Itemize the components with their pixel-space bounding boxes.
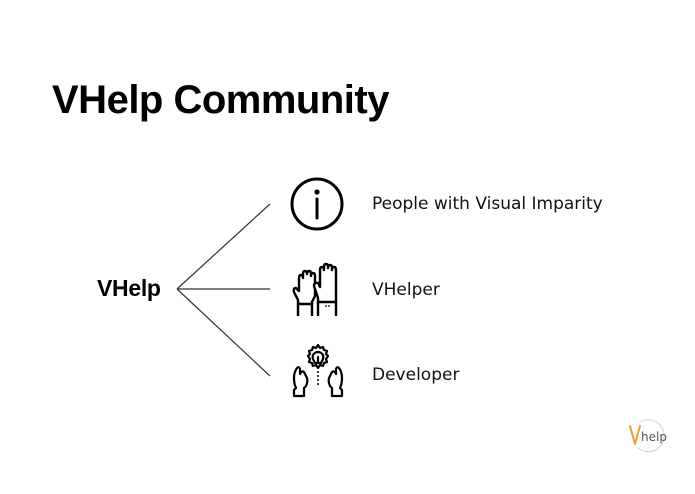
page-title: VHelp Community <box>52 78 389 122</box>
connector-line-1 <box>176 203 271 290</box>
root-node-label: VHelp <box>97 275 161 301</box>
connector-line-3 <box>176 288 271 377</box>
hands-lightbulb-gear-icon <box>292 344 344 398</box>
branch-label-vhelper: VHelper <box>372 280 440 300</box>
branch-label-developer: Developer <box>372 365 460 385</box>
vhelp-logo: help <box>626 416 676 456</box>
branch-label-people: People with Visual Imparity <box>372 194 603 214</box>
logo-text: help <box>641 430 667 444</box>
raised-hands-icon <box>292 262 338 316</box>
logo-ring-icon: help <box>629 419 667 453</box>
info-circle-icon <box>290 177 344 231</box>
